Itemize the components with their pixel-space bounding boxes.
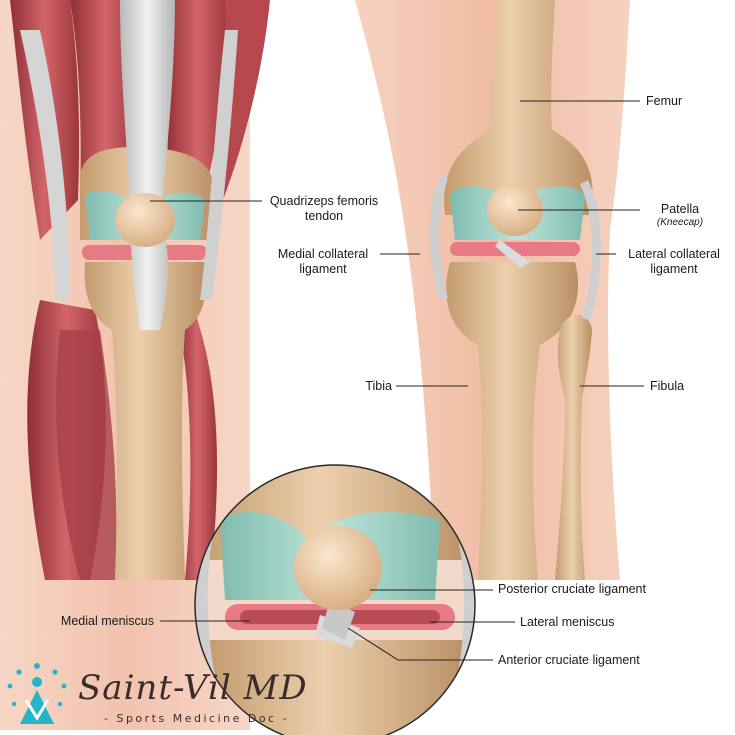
quadriceps-tendon-label-line1: Quadrizeps femoris [269,194,379,208]
right-ligaments [429,175,602,320]
lateral-collateral-label: Lateral collateral ligament [616,247,732,277]
medial-collateral-label-line2: ligament [299,262,347,276]
posterior-cruciate-label: Posterior cruciate ligament [498,582,646,596]
brand-signature: Saint-Vil MD [78,668,308,708]
quadriceps-tendon-label-line2: tendon [304,209,344,223]
right-menisci [450,242,580,256]
brand-tagline: - Sports Medicine Doc - [104,712,290,725]
quadriceps-tendon-label: Quadrizeps femoris tendon [262,194,386,224]
calf-muscles [27,300,218,580]
fibula-bone [555,315,592,580]
left-tendons [20,0,238,330]
medial-collateral-label: Medial collateral ligament [268,247,378,277]
leader-lines [150,100,644,661]
brand-logo-icon [7,663,67,724]
tibia-bone [446,262,579,580]
lateral-meniscus-label: Lateral meniscus [520,615,615,629]
lateral-collateral-label-line1: Lateral collateral [628,247,720,261]
lateral-collateral-label-line2: ligament [650,262,698,276]
patella-bone [487,184,543,236]
patella-label: Patella (Kneecap) [640,202,720,229]
medial-collateral-label-line1: Medial collateral [277,247,369,261]
tibia-label: Tibia [365,379,392,393]
patella-label-text: Patella [660,202,700,216]
fibula-label: Fibula [650,379,685,393]
medial-meniscus-label: Medial meniscus [60,614,154,628]
patella-kneecap-note: (Kneecap) [656,217,704,228]
femur-label: Femur [646,94,683,108]
anterior-cruciate-leader [347,627,493,661]
anterior-cruciate-label: Anterior cruciate ligament [498,653,640,667]
